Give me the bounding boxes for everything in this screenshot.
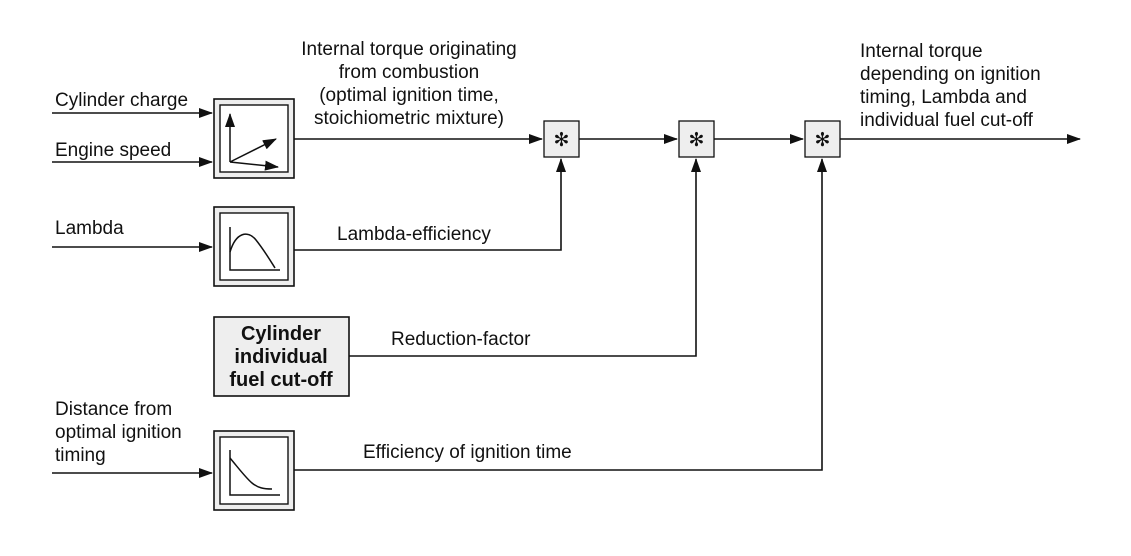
lambda-efficiency-label: Lambda-efficiency	[337, 224, 491, 245]
lambda-efficiency-wire	[294, 158, 566, 251]
map-axes-icon	[225, 113, 279, 171]
ignition-efficiency-wire	[294, 158, 827, 471]
cylinder-charge-label: Cylinder charge	[55, 90, 188, 111]
internal-torque-label-line3: (optimal ignition time,	[319, 85, 499, 106]
multiplier-2: ✻	[678, 120, 715, 158]
output-label-line1: Internal torque	[860, 41, 983, 62]
lambda-label: Lambda	[55, 218, 124, 239]
ignition-efficiency-label: Efficiency of ignition time	[363, 442, 572, 463]
internal-torque-label-line1: Internal torque originating	[301, 39, 516, 60]
fuel-cutoff-line1: Cylinder	[241, 323, 321, 345]
fuel-cutoff-line3: fuel cut-off	[229, 369, 333, 391]
multiplier-3: ✻	[804, 120, 841, 158]
internal-torque-label-line4: stoichiometric mixture)	[314, 108, 504, 129]
reduction-factor-wire	[349, 158, 701, 357]
multiplier-3-symbol: ✻	[815, 130, 831, 151]
lambda-efficiency-block	[213, 206, 295, 287]
distance-label-line2: optimal ignition	[55, 422, 182, 443]
lambda-curve-icon	[229, 227, 280, 271]
torque-map-block	[213, 98, 295, 179]
internal-torque-label-line2: from combustion	[339, 62, 479, 83]
multiplier-1-symbol: ✻	[554, 130, 570, 151]
output-label-line2: depending on ignition	[860, 64, 1041, 85]
output-label-line3: timing, Lambda and	[860, 87, 1027, 108]
fuel-cutoff-block: Cylinder individual fuel cut-off	[213, 316, 350, 397]
ignition-efficiency-block	[213, 430, 295, 511]
engine-speed-label: Engine speed	[55, 140, 171, 161]
output-label-line4: individual fuel cut-off	[860, 110, 1034, 131]
distance-label-line3: timing	[55, 445, 106, 466]
ignition-curve-icon	[229, 450, 280, 496]
multiplier-1: ✻	[543, 120, 580, 158]
distance-label-line1: Distance from	[55, 399, 172, 420]
fuel-cutoff-line2: individual	[234, 346, 327, 368]
reduction-factor-label: Reduction-factor	[391, 329, 531, 350]
multiplier-2-symbol: ✻	[689, 130, 705, 151]
